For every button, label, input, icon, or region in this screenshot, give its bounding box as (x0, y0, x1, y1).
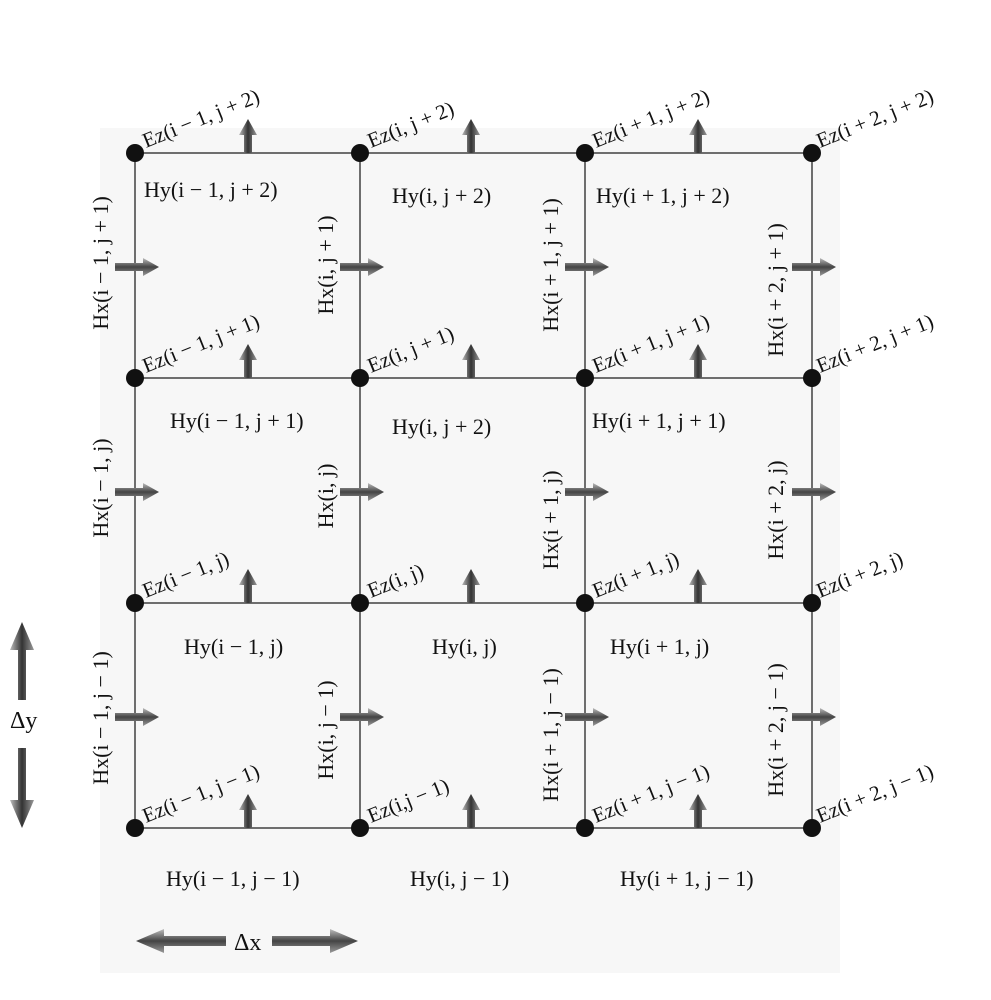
ez-node (576, 819, 594, 837)
hy-arrow (462, 794, 480, 828)
delta-y-label: Δy (10, 708, 37, 734)
hx-arrows (115, 258, 836, 726)
ez-node (351, 144, 369, 162)
hy-arrow (689, 344, 707, 378)
hx-label: Hx(i + 2, j − 1) (763, 663, 788, 797)
hx-arrow (340, 258, 384, 276)
hx-label: Hx(i + 1, j − 1) (538, 668, 563, 802)
delta-y-up-arrow (10, 622, 34, 700)
hy-label: Hy(i − 1, j) (184, 634, 283, 659)
hy-label: Hy(i + 1, j + 1) (592, 408, 726, 433)
hy-arrow (239, 794, 257, 828)
hy-arrow (239, 569, 257, 603)
ez-node (803, 594, 821, 612)
hy-arrows (239, 119, 707, 828)
hx-label: Hx(i − 1, j) (88, 438, 113, 537)
hx-label: Hx(i + 2, j + 1) (763, 223, 788, 357)
hy-arrow (689, 569, 707, 603)
delta-x-indicator: Δx (136, 929, 358, 956)
delta-y-indicator: Δy (10, 622, 37, 828)
hy-label: Hy(i + 1, j − 1) (620, 866, 754, 891)
hx-arrow (115, 258, 159, 276)
hy-arrow (689, 794, 707, 828)
hy-label: Hy(i − 1, j + 2) (144, 177, 278, 202)
ez-node (803, 819, 821, 837)
hx-label: Hx(i, j) (313, 464, 338, 529)
ez-node (576, 369, 594, 387)
ez-label: Ez(i + 2, j + 2) (813, 84, 937, 153)
ez-node (351, 369, 369, 387)
ez-node (126, 819, 144, 837)
delta-x-left-arrow (136, 929, 226, 953)
hx-arrow (115, 708, 159, 726)
delta-y-down-arrow (10, 748, 34, 828)
hx-arrow (115, 483, 159, 501)
hx-arrow (792, 483, 836, 501)
hy-label: Hy(i − 1, j + 1) (170, 408, 304, 433)
hy-labels: Hy(i − 1, j + 2) Hy(i, j + 2) Hy(i + 1, … (144, 177, 754, 891)
hy-label: Hy(i, j) (432, 634, 497, 659)
hx-label: Hx(i, j + 1) (313, 215, 338, 314)
hx-label: Hx(i − 1, j + 1) (88, 196, 113, 330)
hx-arrow (340, 483, 384, 501)
hy-arrow (239, 344, 257, 378)
hx-arrow (565, 708, 609, 726)
ez-node (351, 594, 369, 612)
ez-node (351, 819, 369, 837)
hy-label: Hy(i − 1, j − 1) (166, 866, 300, 891)
ez-node (126, 144, 144, 162)
hy-label: Hy(i, j − 1) (410, 866, 509, 891)
hx-label: Hx(i − 1, j − 1) (88, 651, 113, 785)
hy-label: Hy(i, j + 2) (392, 414, 491, 439)
ez-node (576, 144, 594, 162)
hx-label: Hx(i, j − 1) (313, 680, 338, 779)
ez-node (576, 594, 594, 612)
hx-label: Hx(i + 2, j) (763, 460, 788, 559)
hy-label: Hy(i + 1, j + 2) (596, 183, 730, 208)
hy-arrow (462, 344, 480, 378)
hx-label: Hx(i + 1, j) (538, 470, 563, 569)
hy-arrow (462, 569, 480, 603)
hx-arrow (565, 258, 609, 276)
delta-x-right-arrow (272, 929, 358, 953)
hx-labels: Hx(i − 1, j + 1) Hx(i, j + 1) Hx(i + 1, … (88, 196, 788, 802)
ez-nodes (126, 144, 821, 837)
hx-arrow (340, 708, 384, 726)
ez-node (126, 369, 144, 387)
hx-arrow (792, 258, 836, 276)
ez-node (803, 369, 821, 387)
ez-node (803, 144, 821, 162)
hx-arrow (565, 483, 609, 501)
hy-arrow (462, 119, 480, 153)
hy-arrow (689, 119, 707, 153)
hx-label: Hx(i + 1, j + 1) (538, 198, 563, 332)
hx-arrow (792, 708, 836, 726)
hy-label: Hy(i + 1, j) (610, 634, 709, 659)
hy-arrow (239, 119, 257, 153)
hy-label: Hy(i, j + 2) (392, 183, 491, 208)
delta-x-label: Δx (234, 930, 261, 956)
ez-node (126, 594, 144, 612)
diagram-background (100, 128, 840, 973)
